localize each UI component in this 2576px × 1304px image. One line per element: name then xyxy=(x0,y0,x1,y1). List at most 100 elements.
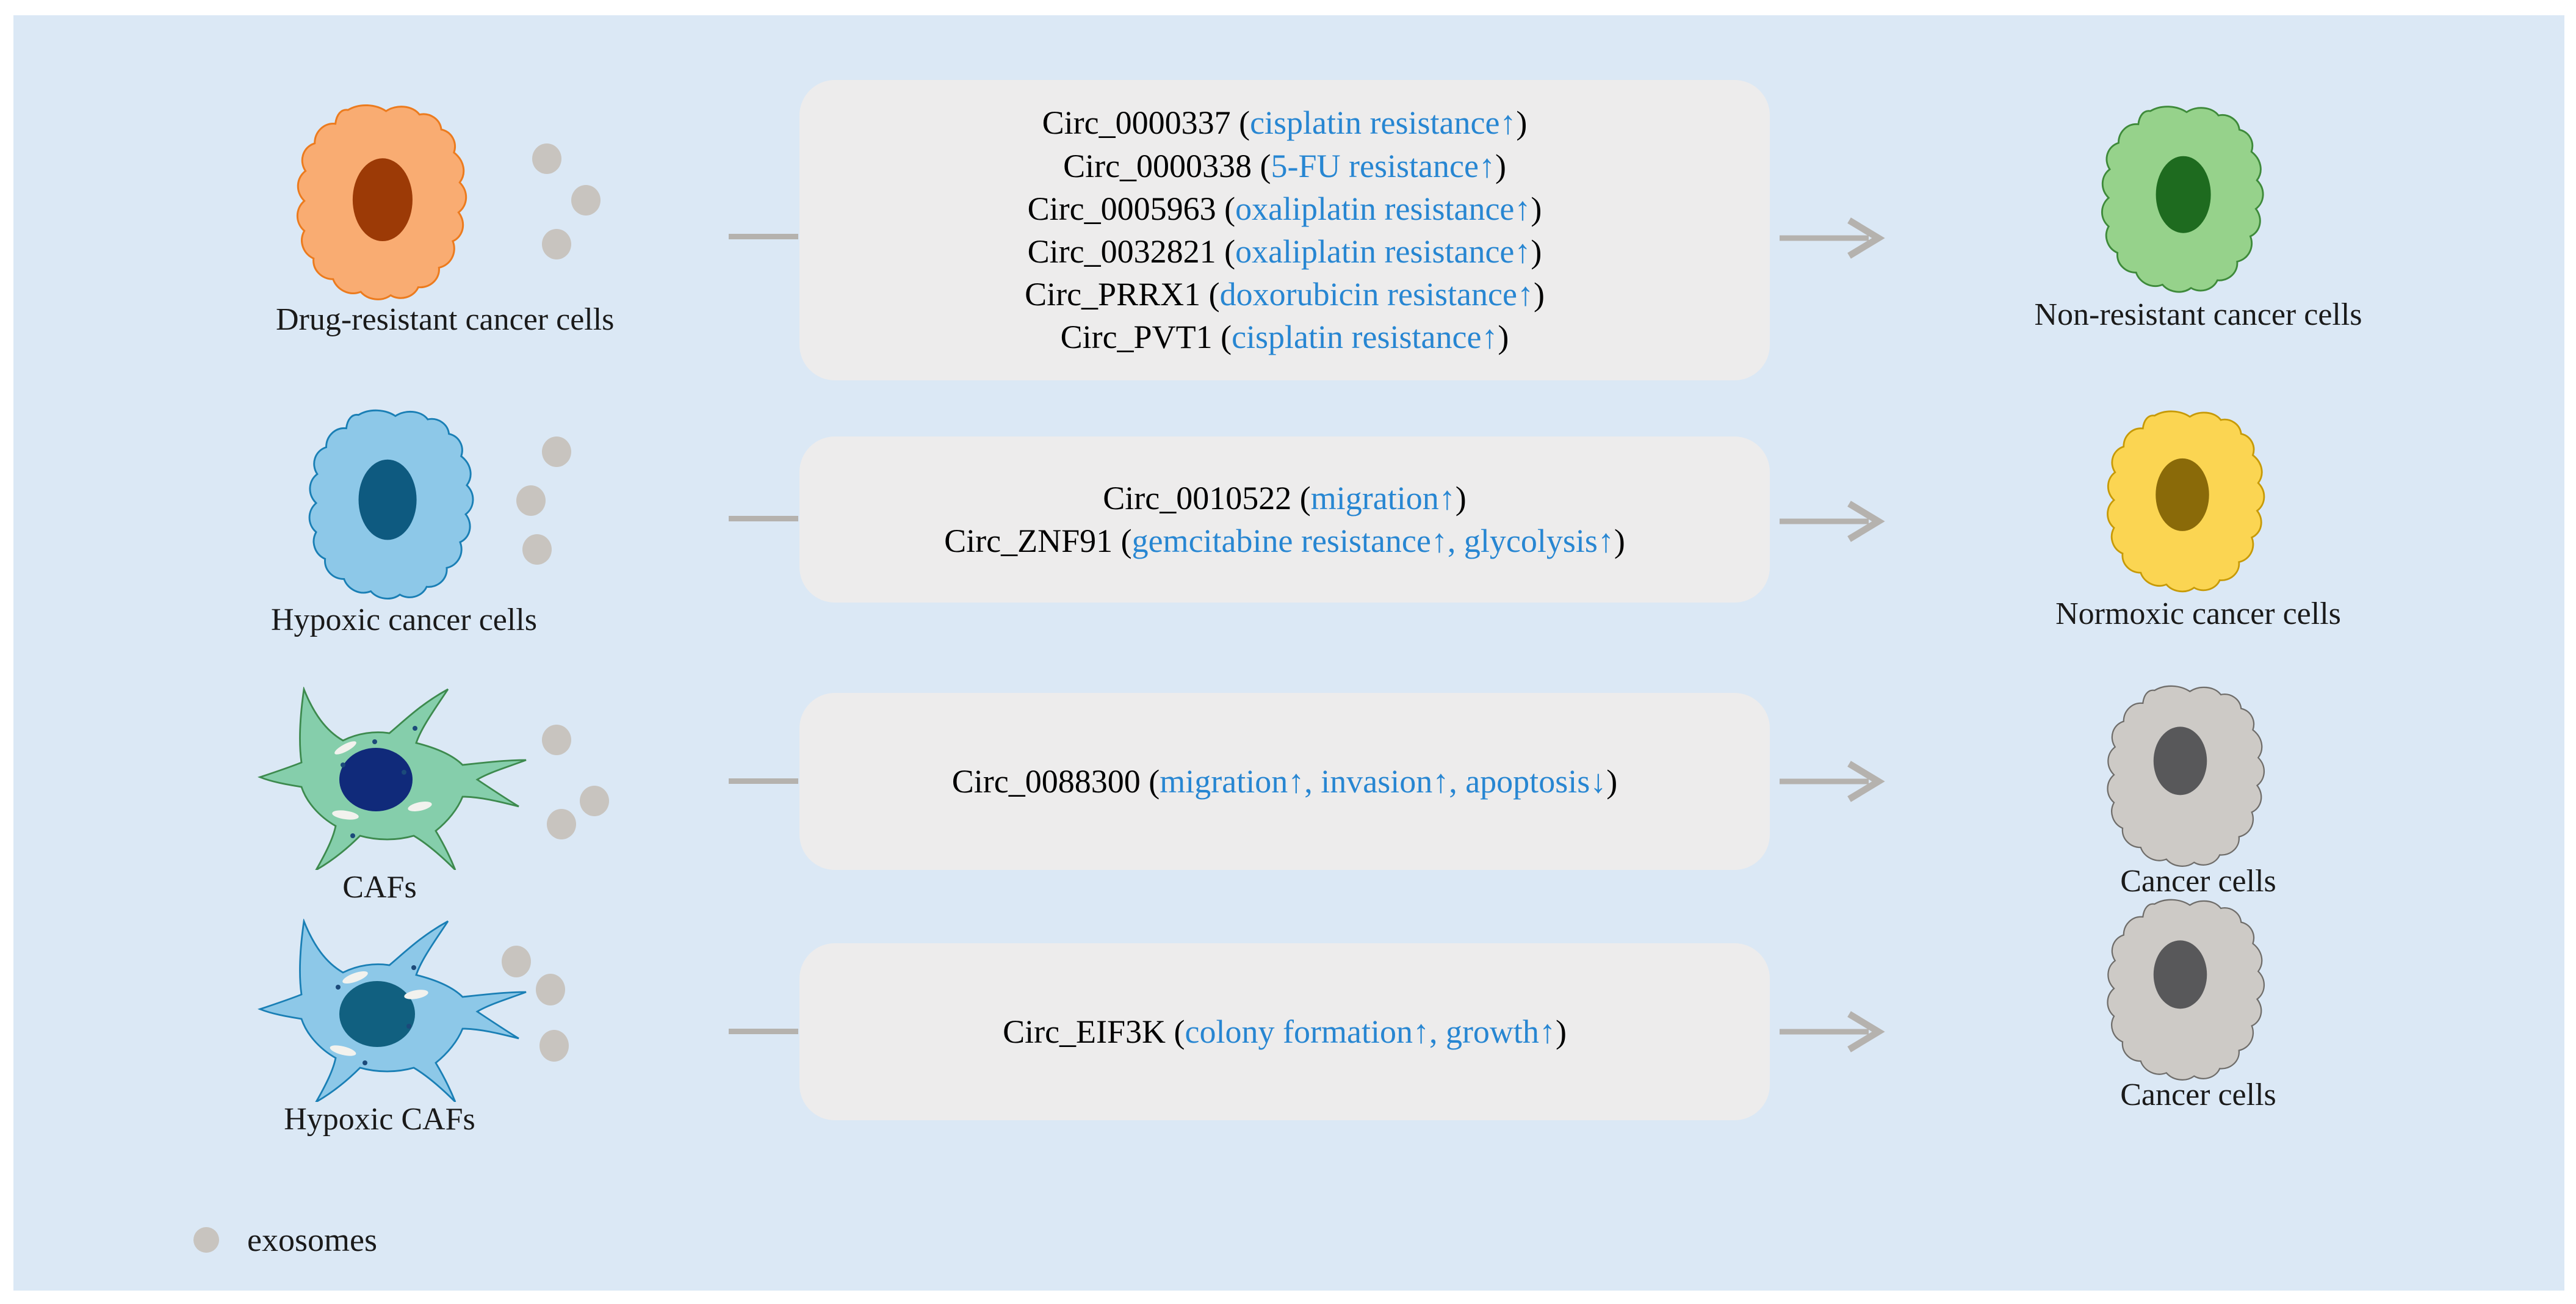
source-cell-3: Hypoxic CAFs xyxy=(258,919,575,1163)
exosome-dot xyxy=(542,229,571,259)
right-arrow-icon xyxy=(1780,1011,1885,1052)
target-cell-label-2: Cancer cells xyxy=(2120,864,2276,899)
connector-line-3 xyxy=(729,1029,798,1034)
effect-text: 5-FU resistance xyxy=(1271,147,1479,184)
effect-text: doxorubicin resistance xyxy=(1219,276,1517,313)
info-line: Circ_PVT1 (cisplatin resistance↑) xyxy=(1060,319,1509,356)
effect-text: oxaliplatin resistance xyxy=(1235,190,1515,227)
up-arrow-icon: ↑ xyxy=(1478,147,1495,184)
rna-name: Circ_0000337 xyxy=(1042,104,1231,142)
effect-text: migration xyxy=(1310,479,1439,516)
exosome-dot xyxy=(539,1030,569,1062)
exosome-dot xyxy=(532,143,561,174)
round-cancer-cell-icon xyxy=(296,104,467,300)
flow-arrow-2 xyxy=(1777,755,1911,808)
legend-exosome-marker-icon xyxy=(193,1227,219,1253)
source-cell-2: CAFs xyxy=(258,687,575,931)
right-arrow-icon xyxy=(1780,761,1885,802)
source-cell-label-3: Hypoxic CAFs xyxy=(284,1102,475,1137)
exosome-dot xyxy=(547,809,576,839)
up-arrow-icon: ↑ xyxy=(1514,233,1531,270)
up-arrow-icon: ↑ xyxy=(1499,104,1517,142)
target-cell-1: Normoxic cancer cells xyxy=(2055,406,2341,638)
info-line: Circ_0010522 (migration↑) xyxy=(1103,479,1467,516)
info-line: Circ_0000338 (5-FU resistance↑) xyxy=(1063,147,1506,184)
info-line: Circ_0088300 (migration↑, invasion↑, apo… xyxy=(951,762,1618,800)
down-arrow-icon: ↓ xyxy=(1590,762,1607,800)
effect-text: cisplatin resistance xyxy=(1232,319,1482,356)
exosome-dot xyxy=(571,185,601,216)
up-arrow-icon: ↑ xyxy=(1431,523,1448,559)
exosome-dot xyxy=(542,436,571,467)
target-cell-2: Cancer cells xyxy=(2088,681,2320,913)
target-cell-label-1: Normoxic cancer cells xyxy=(2055,596,2341,631)
rna-name: Circ_0032821 xyxy=(1027,233,1216,270)
up-arrow-icon: ↑ xyxy=(1597,523,1614,559)
star-fibroblast-icon xyxy=(258,687,527,870)
exosome-dot xyxy=(580,786,609,816)
diagram-canvas: Drug-resistant cancer cells Circ_0000337… xyxy=(13,15,2564,1291)
round-cancer-cell-icon xyxy=(2107,685,2265,867)
source-cell-label-0: Drug-resistant cancer cells xyxy=(276,302,615,337)
effect-text: invasion xyxy=(1321,762,1433,800)
effect-text: colony formation xyxy=(1185,1013,1413,1050)
source-cell-label-1: Hypoxic cancer cells xyxy=(270,603,537,637)
up-arrow-icon: ↑ xyxy=(1438,479,1456,516)
rna-name: Circ_0010522 xyxy=(1103,479,1292,516)
effect-text: oxaliplatin resistance xyxy=(1235,233,1515,270)
info-box-0: Circ_0000337 (cisplatin resistance↑) Cir… xyxy=(799,80,1770,380)
info-box-3: Circ_EIF3K (colony formation↑, growth↑) xyxy=(799,943,1770,1120)
target-cell-label-0: Non-resistant cancer cells xyxy=(2034,297,2362,332)
exosome-dot xyxy=(542,725,571,755)
exosome-dot xyxy=(516,485,546,516)
up-arrow-icon: ↑ xyxy=(1517,276,1534,313)
right-arrow-icon xyxy=(1780,501,1885,542)
info-line: Circ_EIF3K (colony formation↑, growth↑) xyxy=(1003,1013,1567,1050)
target-cell-3: Cancer cells xyxy=(2088,894,2320,1126)
source-cell-1: Hypoxic cancer cells xyxy=(271,406,537,638)
round-cancer-cell-icon xyxy=(2107,899,2265,1081)
exosome-dot xyxy=(536,974,565,1005)
exosome-dot xyxy=(522,534,552,565)
connector-line-0 xyxy=(729,234,798,239)
round-cancer-cell-icon xyxy=(2101,106,2264,293)
rna-name: Circ_0088300 xyxy=(951,762,1141,800)
right-arrow-icon xyxy=(1780,217,1885,259)
rna-name: Circ_PRRX1 xyxy=(1025,276,1201,313)
up-arrow-icon: ↑ xyxy=(1288,762,1305,800)
round-cancer-cell-icon xyxy=(308,409,474,599)
info-line: Circ_PRRX1 (doxorubicin resistance↑) xyxy=(1025,276,1545,313)
connector-line-1 xyxy=(729,516,798,521)
up-arrow-icon: ↑ xyxy=(1514,190,1531,227)
round-cancer-cell-icon xyxy=(2107,410,2265,593)
up-arrow-icon: ↑ xyxy=(1412,1013,1429,1050)
target-cell-label-3: Cancer cells xyxy=(2120,1078,2276,1112)
rna-name: Circ_PVT1 xyxy=(1060,319,1213,356)
source-cell-0: Drug-resistant cancer cells xyxy=(276,101,614,337)
info-box-1: Circ_0010522 (migration↑) Circ_ZNF91 (ge… xyxy=(799,436,1770,603)
info-line: Circ_ZNF91 (gemcitabine resistance↑, gly… xyxy=(944,523,1625,559)
info-line: Circ_0000337 (cisplatin resistance↑) xyxy=(1042,104,1528,142)
source-cell-label-2: CAFs xyxy=(342,870,417,905)
exosome-dot xyxy=(502,946,531,977)
info-line: Circ_0005963 (oxaliplatin resistance↑) xyxy=(1027,190,1542,227)
info-box-2: Circ_0088300 (migration↑, invasion↑, apo… xyxy=(799,693,1770,870)
up-arrow-icon: ↑ xyxy=(1539,1013,1556,1050)
effect-text: migration xyxy=(1160,762,1288,800)
info-line: Circ_0032821 (oxaliplatin resistance↑) xyxy=(1027,233,1542,270)
flow-arrow-1 xyxy=(1777,495,1911,548)
rna-name: Circ_0005963 xyxy=(1027,190,1216,227)
effect-text: growth xyxy=(1445,1013,1539,1050)
effect-text: gemcitabine resistance xyxy=(1131,523,1431,559)
connector-line-2 xyxy=(729,778,798,784)
effect-text: cisplatin resistance xyxy=(1250,104,1500,142)
target-cell-0: Non-resistant cancer cells xyxy=(2034,101,2362,333)
star-fibroblast-icon xyxy=(258,919,527,1102)
effect-text: glycolysis xyxy=(1463,523,1598,559)
effect-text: apoptosis xyxy=(1465,762,1590,800)
rna-name: Circ_0000338 xyxy=(1063,147,1252,184)
flow-arrow-3 xyxy=(1777,1005,1911,1058)
rna-name: Circ_EIF3K xyxy=(1003,1013,1166,1050)
up-arrow-icon: ↑ xyxy=(1432,762,1449,800)
legend-label: exosomes xyxy=(247,1222,377,1258)
